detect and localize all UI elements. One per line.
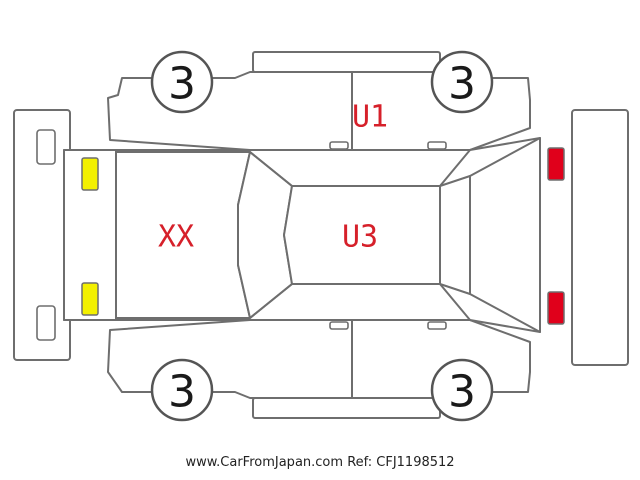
car-top-view bbox=[63, 137, 541, 333]
tire-front-right: 3 bbox=[150, 358, 214, 422]
tire-rear-right-code: 3 bbox=[448, 367, 476, 418]
upper-body-panel bbox=[107, 71, 531, 151]
front-headlight-left bbox=[81, 157, 99, 191]
car-side-lower bbox=[107, 319, 531, 419]
footer-reference: www.CarFromJapan.com Ref: CFJ1198512 bbox=[0, 455, 640, 470]
rear-window bbox=[439, 175, 471, 295]
footer-ref: Ref: CFJ1198512 bbox=[347, 455, 455, 470]
upper-rear-door-handle bbox=[427, 141, 447, 150]
lower-front-door-handle bbox=[329, 321, 349, 330]
tire-front-right-code: 3 bbox=[168, 367, 196, 418]
side-damage-code: U1 bbox=[352, 100, 388, 135]
rear-taillight-left bbox=[547, 147, 565, 181]
rear-bumper bbox=[571, 109, 629, 366]
upper-front-door-handle bbox=[329, 141, 349, 150]
side-skirt-lower bbox=[252, 397, 441, 419]
roof-damage-code: U3 bbox=[342, 220, 378, 255]
front-bumper-mount-top bbox=[36, 129, 56, 165]
front-bumper-mount-bottom bbox=[36, 305, 56, 341]
hood-damage-code: XX bbox=[158, 220, 194, 255]
roof-panel bbox=[283, 185, 441, 285]
tire-rear-right: 3 bbox=[430, 358, 494, 422]
tire-front-left: 3 bbox=[150, 50, 214, 114]
side-skirt-upper bbox=[252, 51, 441, 73]
tire-rear-left: 3 bbox=[430, 50, 494, 114]
footer-site: www.CarFromJapan.com bbox=[185, 455, 344, 470]
front-bumper bbox=[13, 109, 71, 361]
tire-front-left-code: 3 bbox=[168, 59, 196, 110]
front-headlight-right bbox=[81, 282, 99, 316]
rear-taillight-right bbox=[547, 291, 565, 325]
tire-rear-left-code: 3 bbox=[448, 59, 476, 110]
trunk-panel bbox=[469, 137, 541, 333]
lower-rear-door-handle bbox=[427, 321, 447, 330]
